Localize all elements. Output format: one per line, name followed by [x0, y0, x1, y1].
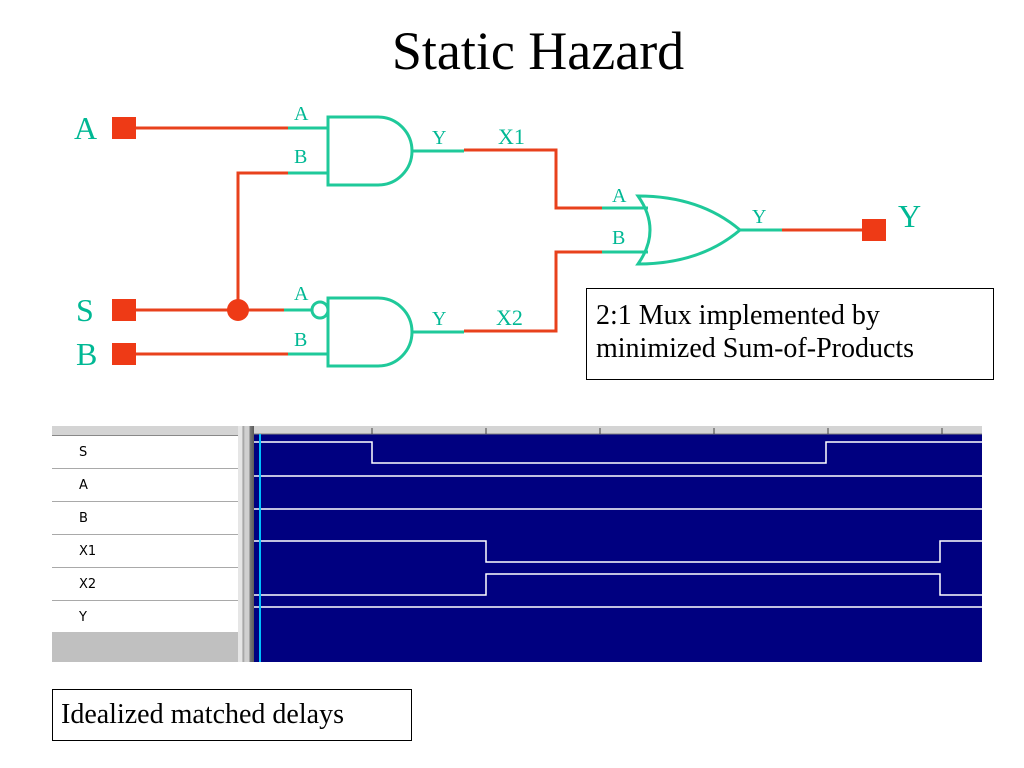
and-gate-2 — [284, 296, 464, 368]
signal-name-panel: S A B X1 X2 Y — [52, 426, 238, 662]
wire-x2 — [464, 250, 602, 333]
pane-splitter[interactable] — [238, 426, 254, 662]
signal-panel-footer — [52, 632, 238, 662]
timing-note-box: Idealized matched delays — [52, 689, 412, 741]
wires — [136, 126, 862, 356]
signal-name-a[interactable]: A — [52, 469, 238, 502]
trace-x1 — [254, 540, 982, 563]
net-label-x1: X1 — [498, 124, 525, 149]
and1-pin-b-label: B — [294, 146, 307, 168]
and2-pin-b-label: B — [294, 329, 307, 351]
trace-s — [254, 441, 982, 464]
trace-x2 — [254, 573, 982, 596]
signal-name-x1[interactable]: X1 — [52, 535, 238, 568]
or-pin-a-label: A — [612, 185, 627, 207]
input-port-a — [112, 117, 136, 139]
ruler-ticks — [371, 428, 943, 434]
mux-note-line-2: minimized Sum-of-Products — [596, 333, 915, 364]
signal-name-y[interactable]: Y — [52, 601, 238, 634]
junction-dot — [227, 299, 249, 321]
waveform-background — [254, 426, 982, 662]
slide-title: Static Hazard — [391, 21, 685, 81]
signal-name-s[interactable]: S — [52, 436, 238, 469]
waveform-viewer: S A B X1 X2 Y — [52, 426, 982, 662]
input-label-b: B — [76, 336, 97, 372]
and2-pin-y-label: Y — [432, 308, 446, 330]
mux-note-line-1: 2:1 Mux implemented by — [596, 300, 880, 331]
and1-pin-a-label: A — [294, 103, 309, 125]
time-ruler — [254, 426, 982, 434]
circuit-diagram: A S B Y A B Y X1 A B Y X2 A B Y — [74, 103, 921, 372]
input-label-s: S — [76, 292, 94, 328]
or-gate — [602, 194, 782, 266]
signal-panel-header — [52, 426, 238, 436]
output-port-y — [862, 219, 886, 241]
mux-note-box: 2:1 Mux implemented by minimized Sum-of-… — [586, 288, 994, 380]
inverter-bubble — [310, 300, 330, 320]
or-pin-y-label: Y — [752, 206, 766, 228]
and1-pin-y-label: Y — [432, 127, 446, 149]
and2-pin-a-label: A — [294, 283, 309, 305]
signal-name-x2[interactable]: X2 — [52, 568, 238, 601]
wire-s-branch-to-and1 — [236, 171, 288, 310]
or-pin-b-label: B — [612, 227, 625, 249]
output-label-y: Y — [898, 198, 921, 234]
and-gate-1 — [288, 115, 464, 187]
input-port-b — [112, 343, 136, 365]
waveform-traces — [254, 426, 982, 662]
input-port-s — [112, 299, 136, 321]
net-label-x2: X2 — [496, 305, 523, 330]
input-label-a: A — [74, 110, 97, 146]
wire-x1 — [464, 148, 602, 210]
signal-name-b[interactable]: B — [52, 502, 238, 535]
